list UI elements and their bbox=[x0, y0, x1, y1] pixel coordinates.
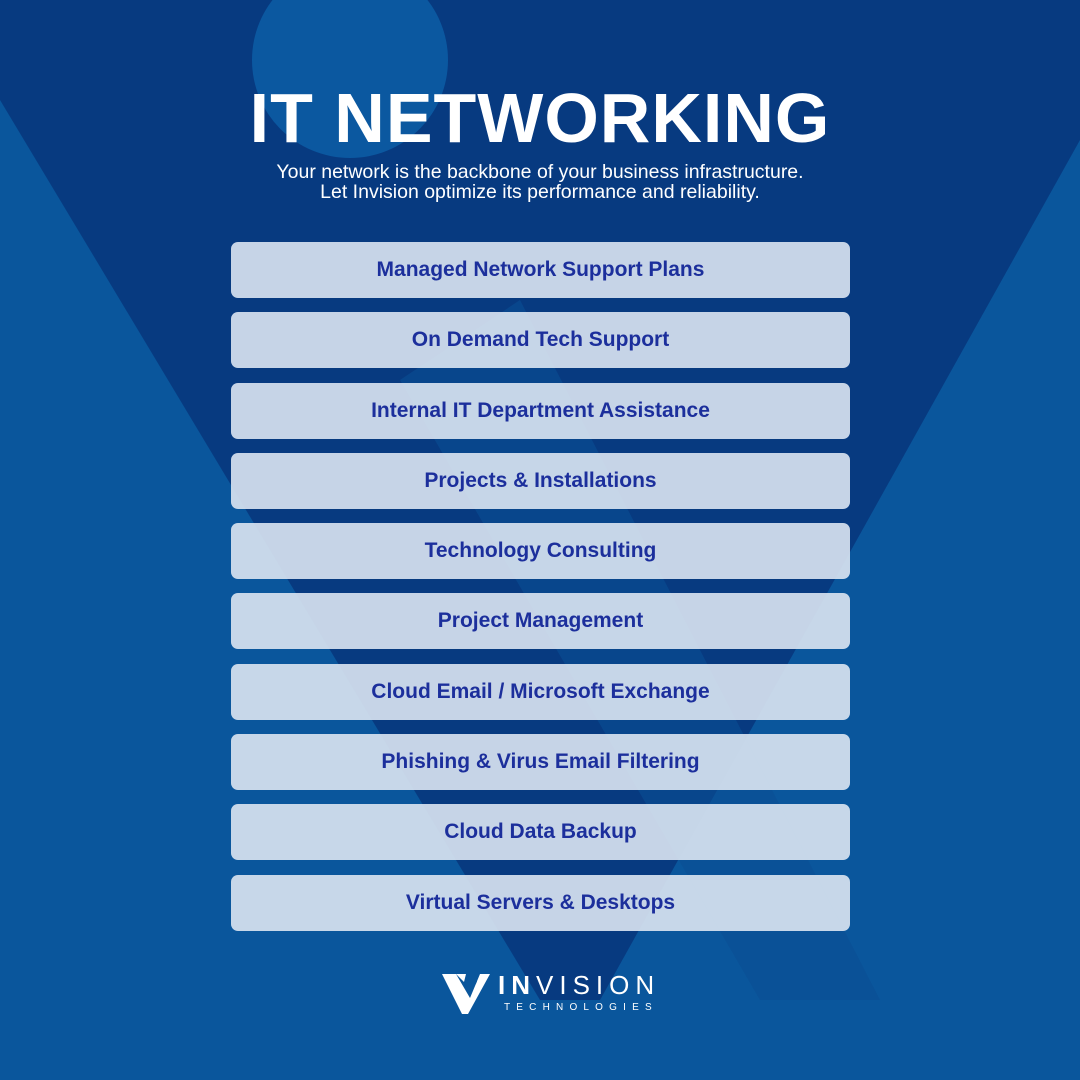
page-title: IT NETWORKING bbox=[249, 79, 831, 157]
service-item[interactable]: Cloud Email / Microsoft Exchange bbox=[231, 663, 850, 720]
service-item[interactable]: Managed Network Support Plans bbox=[231, 242, 850, 298]
logo-brand-rest: VISION bbox=[536, 970, 661, 1000]
invision-logo: INVISION TECHNOLOGIES bbox=[442, 970, 660, 1016]
service-item[interactable]: On Demand Tech Support bbox=[231, 312, 850, 369]
subtitle-line: Your network is the backbone of your bus… bbox=[276, 161, 804, 183]
page-subtitle: Your network is the backbone of your bus… bbox=[0, 162, 1080, 202]
service-item[interactable]: Internal IT Department Assistance bbox=[231, 382, 850, 439]
logo-tagline: TECHNOLOGIES bbox=[504, 1002, 658, 1013]
services-list: Managed Network Support Plans On Demand … bbox=[231, 242, 850, 945]
logo-brand-bold: IN bbox=[498, 970, 536, 1000]
service-item[interactable]: Projects & Installations bbox=[231, 452, 850, 509]
service-item[interactable]: Virtual Servers & Desktops bbox=[231, 874, 850, 931]
service-item[interactable]: Project Management bbox=[231, 593, 850, 650]
service-item[interactable]: Technology Consulting bbox=[231, 523, 850, 580]
logo-v-icon bbox=[442, 973, 490, 1014]
service-item[interactable]: Phishing & Virus Email Filtering bbox=[231, 734, 850, 791]
subtitle-line: Let Invision optimize its performance an… bbox=[320, 181, 760, 203]
logo-brand: INVISION bbox=[498, 970, 660, 1000]
service-item[interactable]: Cloud Data Backup bbox=[231, 804, 850, 861]
